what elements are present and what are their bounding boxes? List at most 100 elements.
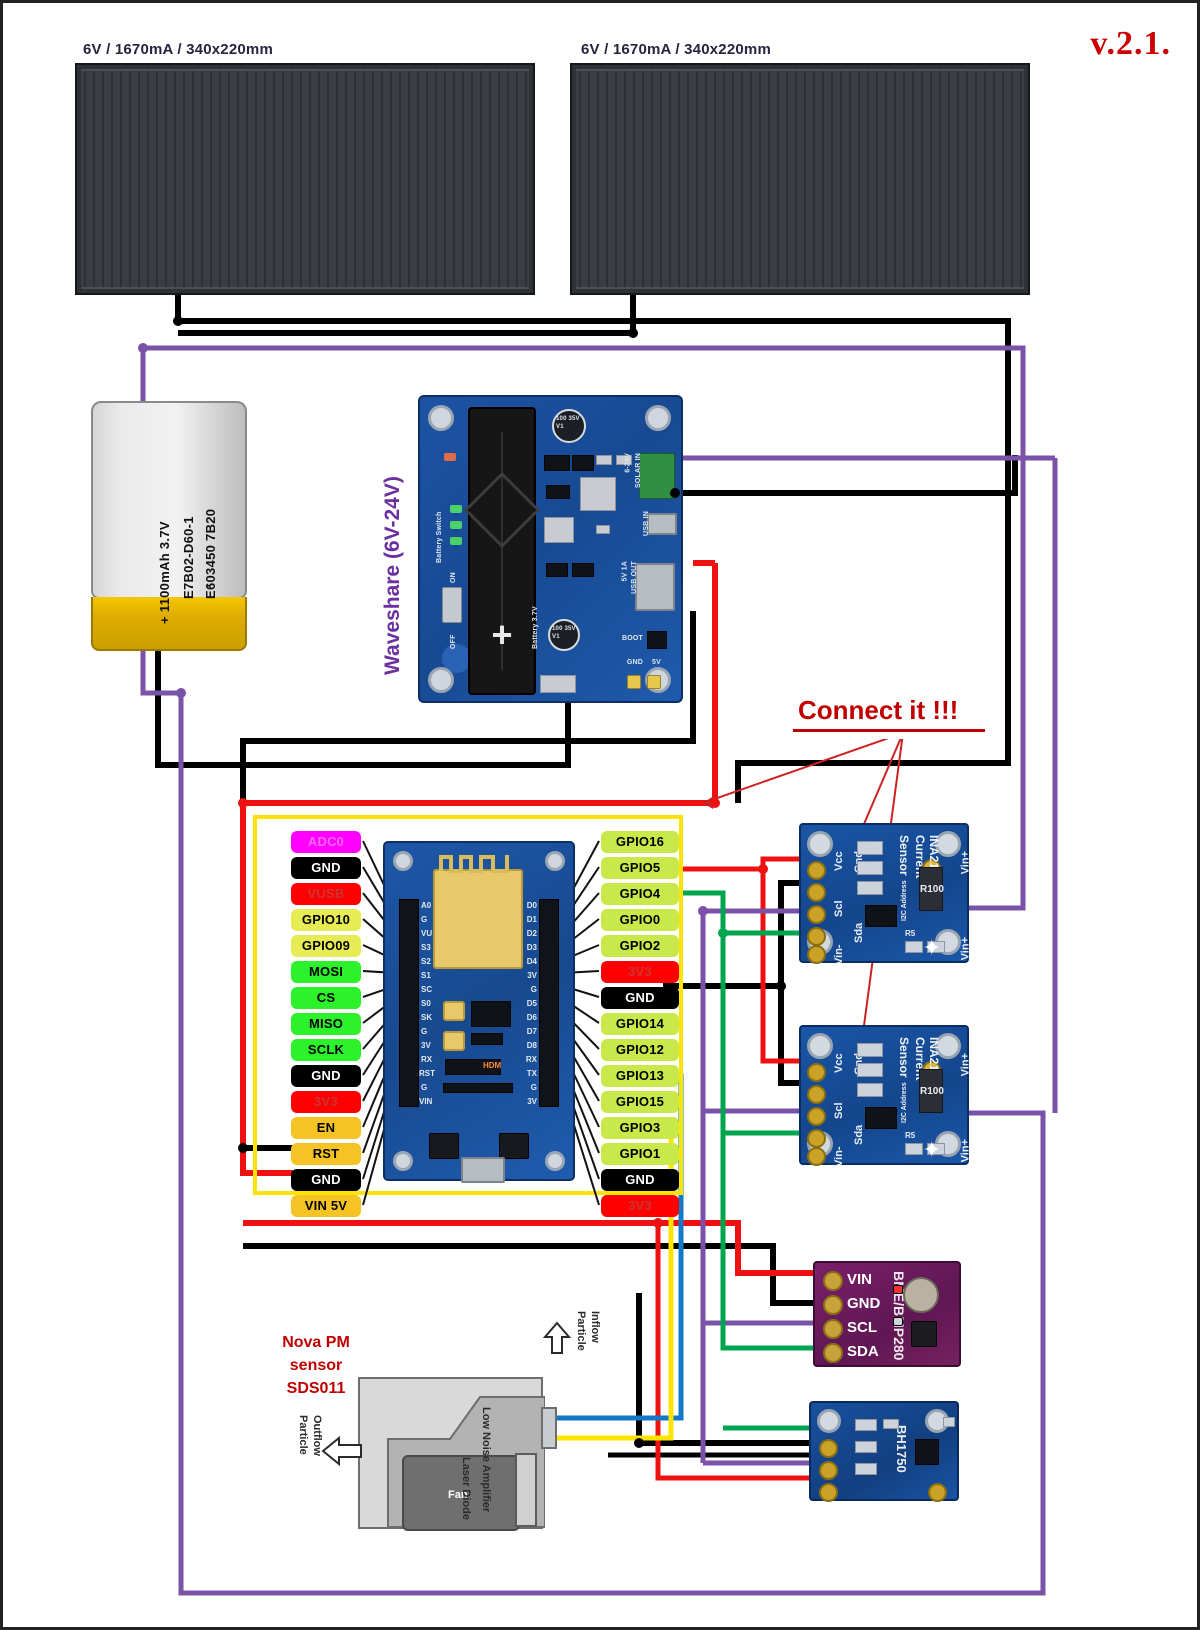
label-vin-minus: Vin- xyxy=(833,944,845,965)
label-vin-plus-2: Vin+ xyxy=(959,1139,971,1163)
pin-right-3[interactable]: GPIO0 xyxy=(601,909,679,931)
micro-usb-port[interactable] xyxy=(461,1157,505,1183)
left-pin-header[interactable] xyxy=(399,899,419,1107)
gnd-pad[interactable] xyxy=(627,675,641,689)
label-scl: SCL xyxy=(847,1319,877,1336)
v5-pad[interactable] xyxy=(647,675,661,689)
smd-cap-3 xyxy=(857,1083,883,1097)
pin-left-0[interactable]: ADC0 xyxy=(291,831,361,853)
pad-scl[interactable] xyxy=(807,1107,826,1126)
v5-pad-label: 5V xyxy=(652,659,661,666)
flash-button[interactable] xyxy=(443,1001,465,1021)
pin-right-2[interactable]: GPIO4 xyxy=(601,883,679,905)
sds011-name-line2: sensor xyxy=(289,1357,343,1375)
bh1750-chip xyxy=(915,1439,939,1465)
pin-left-14[interactable]: VIN 5V xyxy=(291,1195,361,1217)
inductor-2 xyxy=(544,517,574,543)
pin-right-9[interactable]: GPIO13 xyxy=(601,1065,679,1087)
outflow-line1: Particle xyxy=(297,1415,309,1455)
pin-left-2[interactable]: VUSB xyxy=(291,883,361,905)
usb-out-port[interactable] xyxy=(635,563,675,611)
pin-left-5[interactable]: MOSI xyxy=(291,961,361,983)
pin-right-5[interactable]: 3V3 xyxy=(601,961,679,983)
silk-left-3v: 3V xyxy=(421,1041,431,1050)
pin-right-6[interactable]: GND xyxy=(601,987,679,1009)
silk-left-a0: A0 xyxy=(421,901,432,910)
pin-left-11[interactable]: EN xyxy=(291,1117,361,1139)
pin-right-14[interactable]: 3V3 xyxy=(601,1195,679,1217)
silk-right-g: G xyxy=(530,985,537,994)
inductor-1 xyxy=(580,477,616,511)
pin-right-1[interactable]: GPIO5 xyxy=(601,857,679,879)
pin-right-13[interactable]: GND xyxy=(601,1169,679,1191)
pad-gnd[interactable] xyxy=(823,1295,843,1315)
pin-right-8[interactable]: GPIO12 xyxy=(601,1039,679,1061)
mosfet-3 xyxy=(572,563,594,577)
outflow-line2: Outflow xyxy=(311,1415,323,1456)
pin-left-10[interactable]: 3V3 xyxy=(291,1091,361,1113)
pad-vin[interactable] xyxy=(823,1271,843,1291)
pin-left-8[interactable]: SCLK xyxy=(291,1039,361,1061)
pin-left-13[interactable]: GND xyxy=(291,1169,361,1191)
pad-scl[interactable] xyxy=(819,1439,838,1458)
pad-sda[interactable] xyxy=(823,1343,843,1363)
pad-scl[interactable] xyxy=(807,905,826,924)
silk-r5: R5 xyxy=(905,929,916,938)
boot-button[interactable] xyxy=(647,631,667,649)
smd-resistor xyxy=(855,1463,877,1475)
pad-vin-minus[interactable] xyxy=(807,945,826,964)
label-vin-minus: Vin- xyxy=(833,1146,845,1167)
usb-in-port[interactable] xyxy=(647,513,677,535)
button-reset[interactable] xyxy=(499,1133,529,1159)
silk-left-vu: VU xyxy=(421,929,433,938)
silk-left-sc: SC xyxy=(421,985,433,994)
smd-cap-1 xyxy=(857,841,883,855)
battery-switch[interactable] xyxy=(442,587,462,623)
pad-vcc[interactable] xyxy=(807,1063,826,1082)
silk-right-d6: D6 xyxy=(526,1013,537,1022)
silk-r5: R5 xyxy=(905,1131,916,1140)
pin-right-4[interactable]: GPIO2 xyxy=(601,935,679,957)
pad-gnd[interactable] xyxy=(819,1483,838,1502)
battery-jst-connector[interactable] xyxy=(540,675,576,693)
solar-input-terminal[interactable] xyxy=(639,453,675,499)
silk-right-d7: D7 xyxy=(526,1027,537,1036)
right-pin-header[interactable] xyxy=(539,899,559,1107)
mounting-hole xyxy=(645,405,671,431)
adafruit-logo-icon: ✦ xyxy=(922,1137,941,1162)
ina219-ic xyxy=(865,905,897,927)
pin-right-7[interactable]: GPIO14 xyxy=(601,1013,679,1035)
button-flash[interactable] xyxy=(429,1133,459,1159)
pin-left-1[interactable]: GND xyxy=(291,857,361,879)
electrolytic-cap-bottom xyxy=(548,619,580,651)
pin-left-7[interactable]: MISO xyxy=(291,1013,361,1035)
pad-sda[interactable] xyxy=(819,1461,838,1480)
pad-vcc[interactable] xyxy=(928,1483,947,1502)
smd-resistor xyxy=(855,1419,877,1431)
pad-vin-minus[interactable] xyxy=(807,1147,826,1166)
pad-vcc[interactable] xyxy=(807,861,826,880)
pin-left-3[interactable]: GPIO10 xyxy=(291,909,361,931)
pad-gnd[interactable] xyxy=(807,883,826,902)
sds011-connector[interactable] xyxy=(541,1407,557,1449)
regulator xyxy=(445,1059,501,1075)
pad-scl[interactable] xyxy=(823,1319,843,1339)
mounting-hole xyxy=(428,667,454,693)
pin-right-12[interactable]: GPIO1 xyxy=(601,1143,679,1165)
reset-button[interactable] xyxy=(443,1031,465,1051)
connect-it-note: Connect it !!! xyxy=(798,695,959,725)
switch-on-label: ON xyxy=(450,572,457,583)
pad-sda[interactable] xyxy=(807,927,826,946)
buck-ic-2 xyxy=(572,455,594,471)
pin-right-11[interactable]: GPIO3 xyxy=(601,1117,679,1139)
smd-cap-4 xyxy=(905,1143,923,1155)
pin-right-0[interactable]: GPIO16 xyxy=(601,831,679,853)
sds011-name-line1: Nova PM xyxy=(282,1334,350,1351)
pin-left-9[interactable]: GND xyxy=(291,1065,361,1087)
pin-right-10[interactable]: GPIO15 xyxy=(601,1091,679,1113)
pad-sda[interactable] xyxy=(807,1129,826,1148)
pin-left-12[interactable]: RST xyxy=(291,1143,361,1165)
pad-gnd[interactable] xyxy=(807,1085,826,1104)
pin-left-6[interactable]: CS xyxy=(291,987,361,1009)
pin-left-4[interactable]: GPIO09 xyxy=(291,935,361,957)
